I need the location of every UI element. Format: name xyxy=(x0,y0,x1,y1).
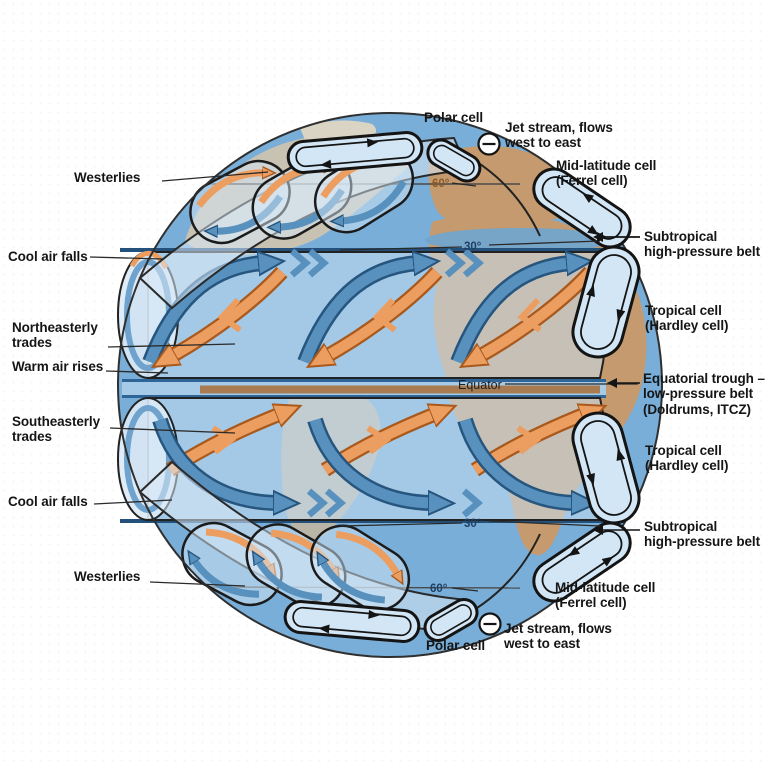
label-jet-stream-south: Jet stream, flows west to east xyxy=(504,621,612,652)
westerlies-band-north xyxy=(138,136,541,310)
label-subtropical-belt-north: Subtropical high-pressure belt xyxy=(644,229,760,260)
label-mid-latitude-cell-south: Mid-latitude cell (Ferrel cell) xyxy=(555,580,656,611)
label-subtropical-belt-south: Subtropical high-pressure belt xyxy=(644,519,760,550)
label-polar-cell-north: Polar cell xyxy=(424,110,484,125)
hadley-cell-capsule-south xyxy=(571,411,641,525)
polar-cell-capsules-south xyxy=(283,598,479,643)
label-westerlies-north: Westerlies xyxy=(74,170,141,185)
equatorial-trough-strip xyxy=(122,379,606,398)
globe-outline xyxy=(117,112,663,658)
latitude-30n-label: 30° xyxy=(464,241,482,253)
jet-stream-minus-icon-north xyxy=(477,132,501,156)
label-cool-air-falls-north: Cool air falls xyxy=(8,249,88,264)
equator-label: Equator xyxy=(458,378,502,392)
warm-air-trade-arrows-north xyxy=(172,266,596,356)
ferrel-cell-capsule-south xyxy=(532,521,632,603)
label-northeasterly-trades: Northeasterly trades xyxy=(12,320,98,351)
hadley-band-south xyxy=(117,397,608,521)
label-warm-air-rises: Warm air rises xyxy=(12,359,104,374)
latitude-30s-label: 30° xyxy=(464,518,482,530)
ferrel-cell-capsule-north xyxy=(532,167,632,249)
latitude-60n-label: 60° xyxy=(432,178,450,190)
latitude-60s-label: 60° xyxy=(430,583,448,595)
jet-stream-minus-icon-south xyxy=(478,612,502,636)
cool-air-flow-south xyxy=(152,417,575,518)
label-tropical-cell-north: Tropical cell (Hardley cell) xyxy=(645,303,729,334)
polar-cell-capsules-north xyxy=(286,131,482,183)
label-westerlies-south: Westerlies xyxy=(74,569,141,584)
mediterranean-sea xyxy=(425,228,615,252)
label-jet-stream-north: Jet stream, flows west to east xyxy=(505,120,613,151)
label-tropical-cell-south: Tropical cell (Hardley cell) xyxy=(645,443,729,474)
hadley-cell-capsule-north xyxy=(571,245,641,359)
label-polar-cell-south: Polar cell xyxy=(426,638,486,653)
label-mid-latitude-cell-north: Mid-latitude cell (Ferrel cell) xyxy=(556,158,657,189)
annotation-arrows-right xyxy=(593,232,640,535)
label-cool-air-falls-south: Cool air falls xyxy=(8,494,88,509)
label-equatorial-trough: Equatorial trough – low-pressure belt (D… xyxy=(643,371,765,417)
label-southeasterly-trades: Southeasterly trades xyxy=(12,414,100,445)
